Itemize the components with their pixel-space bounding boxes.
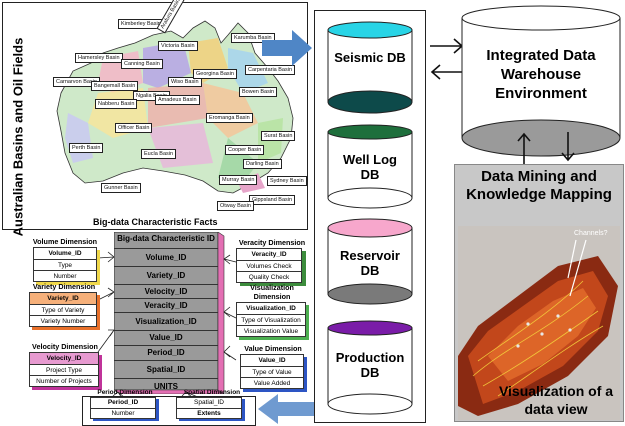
dimension-field: Visualization_ID (246, 305, 296, 312)
visualization-image (458, 226, 620, 420)
fact-field: Volume_ID (114, 248, 218, 266)
fact-table-header: Big-data Characteristic ID (117, 234, 215, 243)
fact-field: Spatial_ID (114, 360, 218, 378)
dimension-field: Number of Projects (30, 375, 98, 386)
spatial-dimension-title: Spatial Dimension (183, 389, 241, 396)
map-panel: Australian Basins and Oil Fields Kimberl… (2, 0, 308, 236)
basin-label: Surat Basin (261, 131, 296, 141)
basin-label: Perth Basin (69, 143, 104, 153)
basin-label: Wiso Basin (168, 77, 202, 87)
welllog-db-label: Well Log DB (343, 152, 397, 182)
dimension-field: Volumes Check (237, 260, 301, 271)
dimension-field: Number (91, 408, 155, 418)
warehouse-label: Integrated Data Warehouse Environment (486, 47, 596, 102)
basin-label: Sydney Basin (267, 176, 307, 186)
basin-label: Amadeus Basin (155, 95, 200, 105)
basin-label: Eromanga Basin (206, 113, 253, 123)
basin-label: Otway Basin (217, 201, 254, 211)
warehouse-cylinder (461, 5, 621, 157)
value-dimension-title: Value Dimension (244, 344, 302, 353)
dimension-field: Type of Variety (30, 304, 96, 315)
basin-label: Gippsland Basin (249, 195, 296, 205)
dimension-field: Type (34, 259, 96, 270)
australia-map (56, 20, 294, 194)
basin-label: Bangemall Basin (91, 81, 139, 91)
dimension-field: Extents (177, 408, 241, 418)
fact-field: Velocity_ID (114, 284, 218, 298)
velocity-dimension-title: Velocity Dimension (32, 342, 98, 351)
variety-dimension: Variety Dimension Variety_ID Type of Var… (28, 282, 100, 327)
basin-label: Darling Basin (243, 159, 282, 169)
period-dimension: Period Dimension Period_ID Number (90, 389, 160, 419)
dimension-field: Quality Check (237, 271, 301, 282)
fact-field: Period_ID (114, 345, 218, 360)
dimension-field: Variety Number (30, 315, 96, 326)
velocity-dimension: Velocity Dimension Velocity_ID Project T… (28, 342, 102, 387)
fact-table: Big-data Characteristic ID Volume_ID Var… (114, 232, 225, 395)
basin-label: Georgina Basin (193, 69, 237, 79)
visualization-dimension: Visualization Dimension Visualization_ID… (236, 283, 308, 337)
dimension-field: Period_ID (107, 399, 139, 406)
basin-label: Officer Basin (115, 123, 153, 133)
big-arrow-right-icon (262, 30, 312, 66)
visualization-dimension-title: Visualization Dimension (250, 283, 294, 301)
fact-field: UNITS (114, 378, 218, 395)
production-db-label: Production DB (335, 350, 405, 380)
dimension-field: Value Added (241, 377, 303, 388)
variety-dimension-title: Variety Dimension (32, 282, 96, 291)
seismic-db-label: Seismic DB (334, 50, 406, 65)
database-cylinders (327, 21, 413, 415)
map-caption: Big-data Characteristic Facts (93, 217, 218, 227)
spatial-dimension: Spatial Dimension Spatial_ID Extents (176, 389, 248, 419)
basin-label: Hamersley Basin (75, 53, 123, 63)
basin-label: Eucla Basin (141, 149, 177, 159)
dimension-field: Spatial_ID (194, 399, 224, 406)
period-dimension-title: Period Dimension (97, 389, 153, 396)
fact-field: Variety_ID (114, 266, 218, 284)
veracity-dimension-title: Veracity Dimension (238, 238, 306, 247)
dimension-field: Project Type (30, 364, 98, 375)
value-dimension: Value Dimension Value_ID Type of Value V… (238, 344, 308, 389)
volume-dimension-title: Volume Dimension (32, 237, 98, 246)
dimension-field: Value_ID (258, 357, 286, 364)
mining-caption: Visualization of a data view (498, 383, 614, 417)
fact-field: Visualization_ID (114, 312, 218, 330)
dimension-field: Veracity_ID (251, 251, 287, 258)
basin-label: Cooper Basin (225, 145, 265, 155)
channels-label: Channels? (574, 230, 608, 237)
basin-label: Victoria Basin (158, 41, 198, 51)
dimension-field: Volume_ID (48, 250, 82, 257)
basin-label: Karumba Basin (231, 33, 275, 43)
fact-field: Value_ID (114, 330, 218, 345)
basin-label: Murray Basin (219, 175, 258, 185)
dimension-field: Variety_ID (30, 293, 96, 304)
basin-label: Gunner Basin (101, 183, 141, 193)
dimension-field: Number (34, 270, 96, 281)
arrow-left-icon (258, 394, 314, 424)
dimension-field: Visualization Value (237, 325, 305, 336)
dimension-field: Type of Visualization (237, 314, 305, 325)
dimension-field: Type of Value (241, 366, 303, 377)
basin-label: Nabberu Basin (95, 99, 138, 109)
volume-dimension: Volume Dimension Volume_ID Type Number (30, 237, 100, 282)
basin-label: Bowen Basin (239, 87, 278, 97)
basin-label: Carpentaria Basin (245, 65, 296, 75)
veracity-dimension: Veracity Dimension Veracity_ID Volumes C… (234, 238, 310, 283)
fact-field: Veracity_ID (114, 298, 218, 312)
mining-title: Data Mining and Knowledge Mapping (466, 168, 612, 203)
dimension-field: Velocity_ID (30, 353, 98, 364)
basin-label: Canning Basin (121, 59, 163, 69)
mining-arrows (517, 132, 575, 164)
reservoir-db-label: Reservoir DB (340, 248, 400, 278)
